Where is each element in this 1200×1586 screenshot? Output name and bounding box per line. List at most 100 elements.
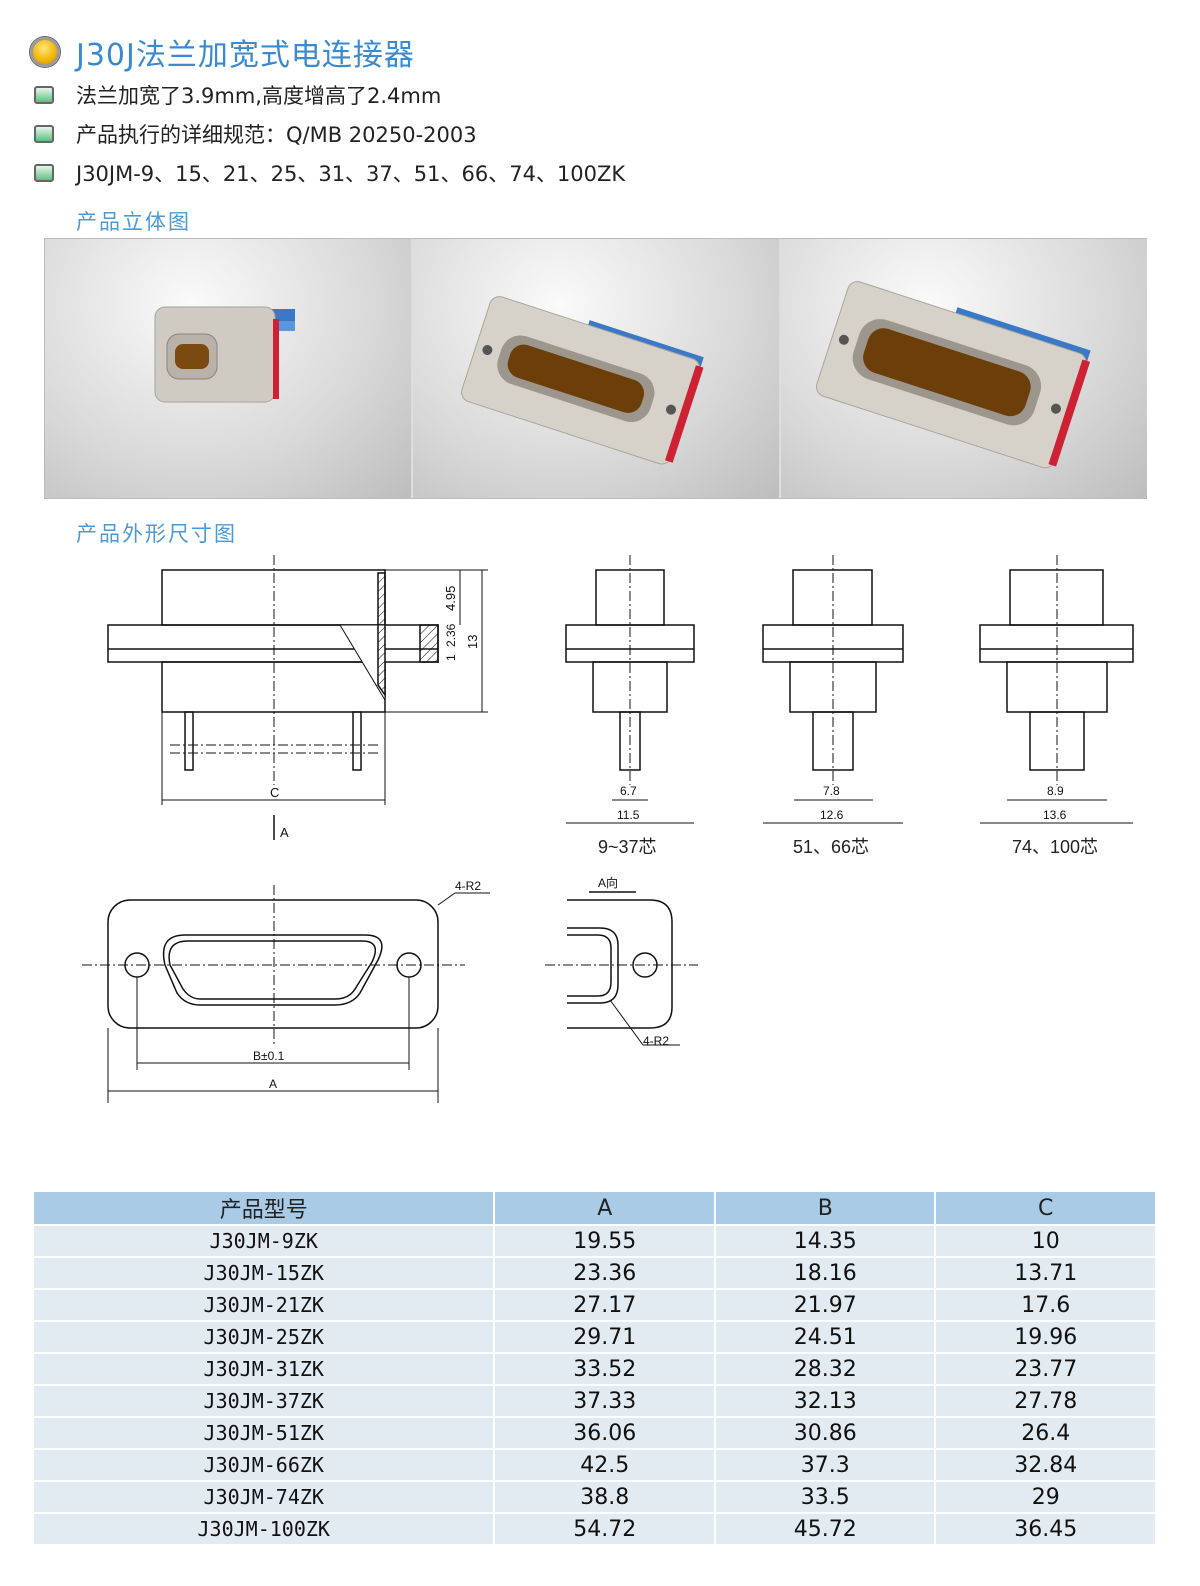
title-text: J30J法兰加宽式电连接器 [76, 38, 415, 73]
dim-inner-label: 6.7 [620, 784, 637, 798]
product-photo-small [45, 239, 413, 498]
dim-13-label: 13 [465, 635, 480, 649]
product-photo-medium [413, 239, 781, 498]
dimension-cell: 21.97 [715, 1290, 935, 1320]
dimension-cell: 37.3 [715, 1450, 935, 1480]
dim-outer-label: 12.6 [820, 808, 844, 822]
dimension-cell: 26.4 [936, 1418, 1155, 1448]
dimension-cell: 33.52 [495, 1354, 714, 1384]
model-cell: J30JM-15ZK [34, 1258, 494, 1288]
square-bullet-icon [34, 86, 54, 104]
model-cell: J30JM-37ZK [34, 1386, 494, 1416]
dimension-cell: 23.77 [936, 1354, 1155, 1384]
dimension-cell: 19.55 [495, 1226, 714, 1256]
front-section-view: C A 4.95 2.36 1 13 [107, 555, 488, 840]
dim-4-95-label: 4.95 [443, 586, 458, 611]
dimension-cell: 54.72 [495, 1514, 714, 1544]
view-a-direction-label: A向 [598, 875, 618, 890]
model-cell: J30JM-100ZK [34, 1514, 494, 1544]
dimension-cell: 45.72 [715, 1514, 935, 1544]
model-cell: J30JM-25ZK [34, 1322, 494, 1352]
dimension-cell: 36.45 [936, 1514, 1155, 1544]
dim-outer-label: 13.6 [1043, 808, 1067, 822]
dimension-cell: 42.5 [495, 1450, 714, 1480]
side-view-caption: 74、100芯 [1012, 837, 1098, 857]
model-cell: J30JM-21ZK [34, 1290, 494, 1320]
model-cell: J30JM-66ZK [34, 1450, 494, 1480]
view-a-label: A [280, 825, 289, 840]
bullet-text: 法兰加宽了3.9mm,高度增高了2.4mm [76, 84, 442, 108]
column-header: C [936, 1192, 1155, 1224]
column-header: A [495, 1192, 714, 1224]
dimension-cell: 37.33 [495, 1386, 714, 1416]
dimension-cell: 30.86 [715, 1418, 935, 1448]
square-bullet-icon [34, 164, 54, 182]
dimension-cell: 19.96 [936, 1322, 1155, 1352]
dimension-drawings: C A 4.95 2.36 1 13 6.7 11.5 9~37芯 7.8 12… [82, 555, 1134, 1103]
dimension-cell: 36.06 [495, 1418, 714, 1448]
dimension-cell: 32.84 [936, 1450, 1155, 1480]
orb-bullet-icon [30, 37, 60, 67]
dimension-cell: 13.71 [936, 1258, 1155, 1288]
side-view-51-66: 7.8 12.6 51、66芯 [762, 555, 904, 857]
product-photos [44, 238, 1147, 499]
bullet-item: 法兰加宽了3.9mm,高度增高了2.4mm [34, 80, 441, 110]
table-header-row: 产品型号 A B C [34, 1192, 1155, 1224]
radius-label: 4-R2 [455, 879, 481, 893]
bullet-text: J30JM-9、15、21、25、31、37、51、66、74、100ZK [76, 162, 626, 186]
bullet-text: 产品执行的详细规范：Q/MB 20250-2003 [76, 123, 477, 147]
dimension-cell: 27.17 [495, 1290, 714, 1320]
dim-a-label: A [269, 1077, 277, 1091]
model-cell: J30JM-9ZK [34, 1226, 494, 1256]
column-header: B [715, 1192, 935, 1224]
dimension-cell: 17.6 [936, 1290, 1155, 1320]
square-bullet-icon [34, 125, 54, 143]
model-cell: J30JM-31ZK [34, 1354, 494, 1384]
dimension-cell: 38.8 [495, 1482, 714, 1512]
side-view-caption: 51、66芯 [793, 837, 869, 857]
radius-label: 4-R2 [643, 1034, 669, 1048]
dimension-cell: 23.36 [495, 1258, 714, 1288]
dim-inner-label: 8.9 [1047, 784, 1064, 798]
model-cell: J30JM-51ZK [34, 1418, 494, 1448]
dim-1-label: 1 [444, 654, 458, 661]
dim-inner-label: 7.8 [823, 784, 840, 798]
side-view-caption: 9~37芯 [598, 837, 657, 857]
dim-b-label: B±0.1 [253, 1049, 285, 1063]
dim-c-label: C [270, 785, 279, 800]
dim-2-36-label: 2.36 [444, 623, 458, 647]
dim-outer-label: 11.5 [617, 808, 640, 822]
dimension-cell: 33.5 [715, 1482, 935, 1512]
dimension-cell: 10 [936, 1226, 1155, 1256]
product-photo-large [781, 239, 1147, 498]
dimension-cell: 14.35 [715, 1226, 935, 1256]
plan-view: 4-R2 B±0.1 A [82, 879, 490, 1103]
dimension-cell: 29.71 [495, 1322, 714, 1352]
bullet-item: 产品执行的详细规范：Q/MB 20250-2003 [34, 119, 477, 149]
side-view-9-37: 6.7 11.5 9~37芯 [565, 555, 695, 857]
side-view-74-100: 8.9 13.6 74、100芯 [979, 555, 1134, 857]
bullet-item: J30JM-9、15、21、25、31、37、51、66、74、100ZK [34, 158, 625, 188]
page-title: J30J法兰加宽式电连接器 [30, 30, 415, 74]
dimension-cell: 32.13 [715, 1386, 935, 1416]
dimension-cell: 28.32 [715, 1354, 935, 1384]
model-cell: J30JM-74ZK [34, 1482, 494, 1512]
section-drawings-heading: 产品外形尺寸图 [76, 522, 237, 546]
dimension-cell: 29 [936, 1482, 1155, 1512]
dimension-cell: 18.16 [715, 1258, 935, 1288]
dimension-cell: 24.51 [715, 1322, 935, 1352]
detail-view-a: A向 4-R2 [545, 875, 698, 1048]
section-photos-heading: 产品立体图 [76, 210, 191, 234]
